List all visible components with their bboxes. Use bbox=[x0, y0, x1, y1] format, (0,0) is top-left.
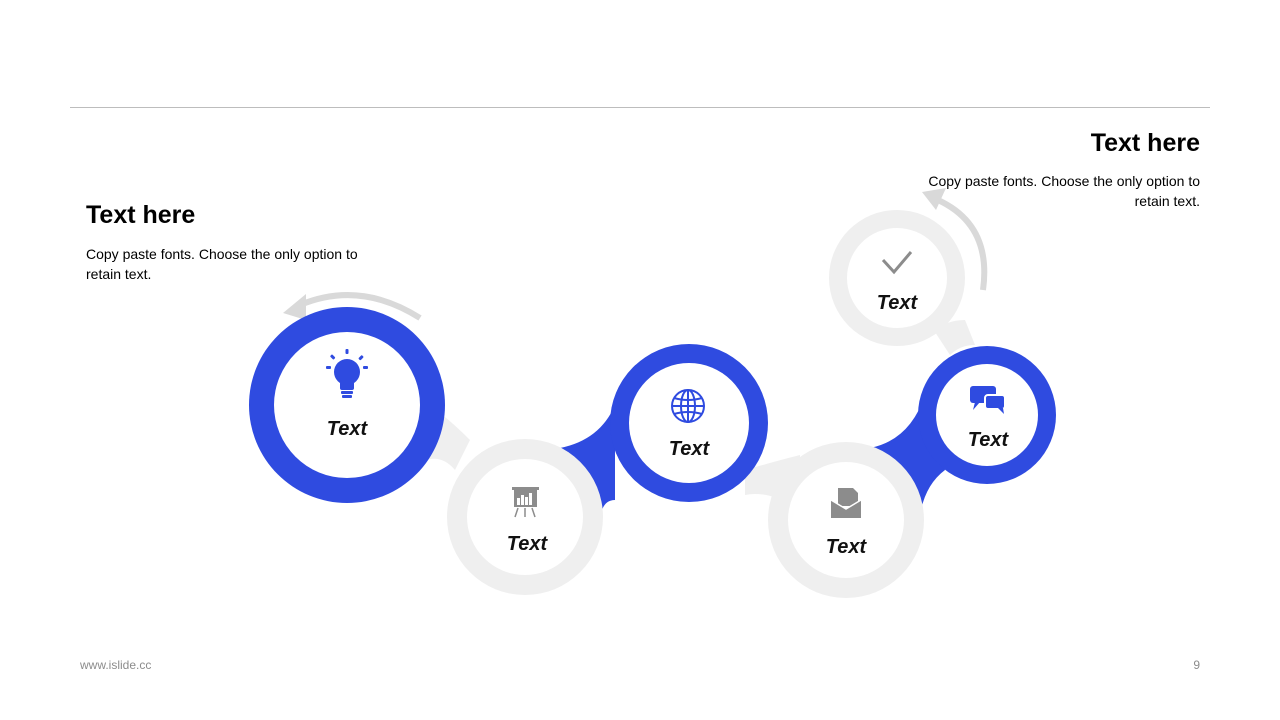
left-block-title: Text here bbox=[86, 201, 196, 229]
checkmark-icon bbox=[881, 251, 913, 275]
node-1: Text bbox=[249, 307, 445, 503]
chat-bubbles-icon bbox=[970, 386, 1006, 414]
node-3: Text bbox=[610, 344, 768, 502]
right-block-title: Text here bbox=[1090, 129, 1200, 157]
node-3-label: Text bbox=[669, 438, 711, 460]
node-6-label: Text bbox=[877, 292, 919, 314]
node-5-label: Text bbox=[968, 429, 1010, 451]
node-1-label: Text bbox=[327, 418, 369, 440]
node-2: Text bbox=[447, 439, 603, 595]
page-number: 9 bbox=[1193, 658, 1200, 672]
curved-arrow-left bbox=[298, 292, 422, 321]
right-block-body: Copy paste fonts. Choose the only option… bbox=[928, 173, 1200, 209]
node-4: Text bbox=[768, 442, 924, 598]
lightbulb-icon bbox=[326, 349, 368, 398]
connector-5-6 bbox=[935, 320, 975, 355]
globe-icon bbox=[671, 389, 705, 423]
envelope-open-icon bbox=[830, 488, 862, 518]
node-2-label: Text bbox=[507, 533, 549, 555]
node-6: Text bbox=[829, 210, 965, 346]
curved-arrow-right bbox=[936, 197, 988, 291]
footer-url: www.islide.cc bbox=[80, 658, 152, 672]
arrowhead-left-icon bbox=[283, 294, 306, 320]
left-block-body: Copy paste fonts. Choose the only option… bbox=[86, 246, 358, 282]
arrowhead-right-icon bbox=[922, 188, 946, 210]
presentation-chart-icon bbox=[512, 487, 539, 518]
node-4-label: Text bbox=[826, 536, 868, 558]
node-5: Text bbox=[918, 346, 1056, 484]
connector-2-3 bbox=[560, 405, 615, 525]
header-divider bbox=[70, 107, 1210, 108]
